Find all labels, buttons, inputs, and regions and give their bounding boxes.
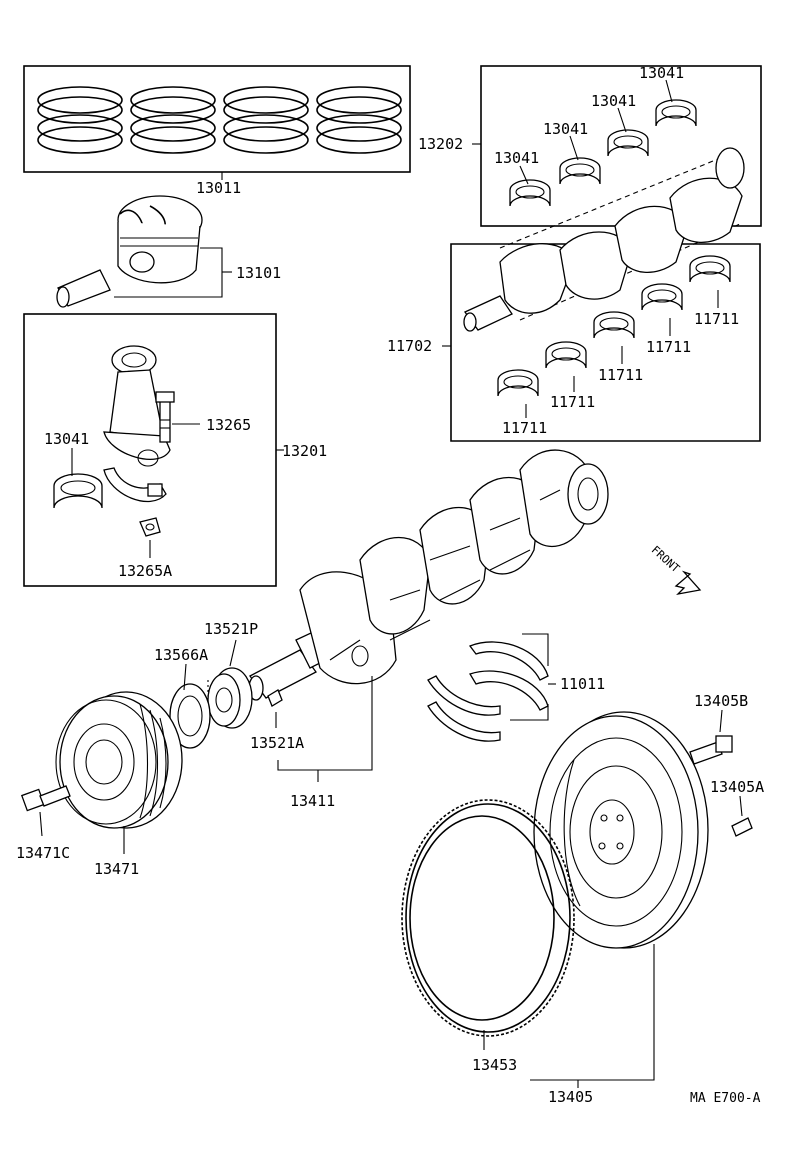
piston-ring-set-4: [316, 86, 402, 154]
main-bearing-4: [641, 283, 683, 311]
label-11711-c: 11711: [598, 366, 643, 384]
connecting-rod-group: 13201 13265 13041: [23, 313, 327, 587]
flywheel-bolt: [689, 735, 733, 765]
rod-cap: [103, 467, 167, 503]
pulley-bolt: [20, 785, 71, 812]
label-11702: 11702: [387, 337, 432, 355]
label-13101: 13101: [236, 264, 281, 282]
label-13041-rod: 13041: [44, 430, 89, 448]
thrust-washer-1: [468, 641, 549, 711]
label-13405a: 13405A: [710, 778, 764, 796]
label-13202: 13202: [418, 135, 463, 153]
label-13521a: 13521A: [250, 734, 304, 752]
label-13041-c: 13041: [591, 92, 636, 110]
label-13405: 13405: [548, 1088, 593, 1106]
label-13041-a: 13041: [494, 149, 539, 167]
piston-ring-set-3: [223, 86, 309, 154]
crankshaft-upper-ghost: [463, 147, 745, 332]
thrust-washer-2: [427, 675, 501, 742]
oil-slinger: [169, 683, 211, 749]
connecting-rod: [103, 345, 171, 467]
label-13265a: 13265A: [118, 562, 172, 580]
label-13041-b: 13041: [543, 120, 588, 138]
main-bearing-3: [593, 311, 635, 339]
label-11711-d: 11711: [646, 338, 691, 356]
lower-bearings-group: 11702: [387, 147, 761, 442]
bearing-shell-2: [559, 157, 601, 185]
main-bearing-5: [689, 255, 731, 283]
crank-key: [267, 689, 283, 707]
label-13453: 13453: [472, 1056, 517, 1074]
upper-bearings-group: 13202 13041 13041 13041 13041: [418, 64, 762, 227]
thrust-washers-group: 11011: [427, 633, 605, 742]
label-13411: 13411: [290, 792, 335, 810]
label-13201: 13201: [282, 442, 327, 460]
timing-gear: [207, 667, 253, 729]
bearing-shell-4: [655, 99, 697, 127]
piston-rings-group: 13011: [23, 65, 411, 197]
label-13405b: 13405B: [694, 692, 748, 710]
crank-pulley: [55, 691, 183, 829]
bearing-shell-1: [509, 179, 551, 207]
dowel-pin: [731, 817, 753, 837]
rod-nut: [139, 517, 161, 537]
label-11711-a: 11711: [502, 419, 547, 437]
crankshaft: 13411: [248, 449, 609, 810]
label-13471c: 13471C: [16, 844, 70, 862]
rod-bolt: [155, 391, 175, 443]
flywheel: [533, 711, 709, 949]
label-11711-e: 11711: [694, 310, 739, 328]
label-13041-d: 13041: [639, 64, 684, 82]
label-13566a: 13566A: [154, 646, 208, 664]
label-13011: 13011: [196, 179, 241, 197]
label-13265: 13265: [206, 416, 251, 434]
piston-ring-set-2: [130, 86, 216, 154]
front-arrow-icon: FRONT: [649, 543, 702, 596]
label-11011: 11011: [560, 675, 605, 693]
diagram-code: MA E700-A: [690, 1091, 761, 1106]
piston-group: 13101: [56, 195, 281, 308]
front-label: FRONT: [649, 543, 683, 575]
main-bearing-1: [497, 369, 539, 397]
bearing-shell-3: [607, 129, 649, 157]
label-13521p: 13521P: [204, 620, 258, 638]
label-13471: 13471: [94, 860, 139, 878]
rod-bearing: [53, 473, 103, 509]
ring-gear: [401, 799, 575, 1037]
piston-ring-set-1: [37, 86, 123, 154]
main-bearing-2: [545, 341, 587, 369]
label-11711-b: 11711: [550, 393, 595, 411]
piston-pin: [56, 269, 111, 308]
